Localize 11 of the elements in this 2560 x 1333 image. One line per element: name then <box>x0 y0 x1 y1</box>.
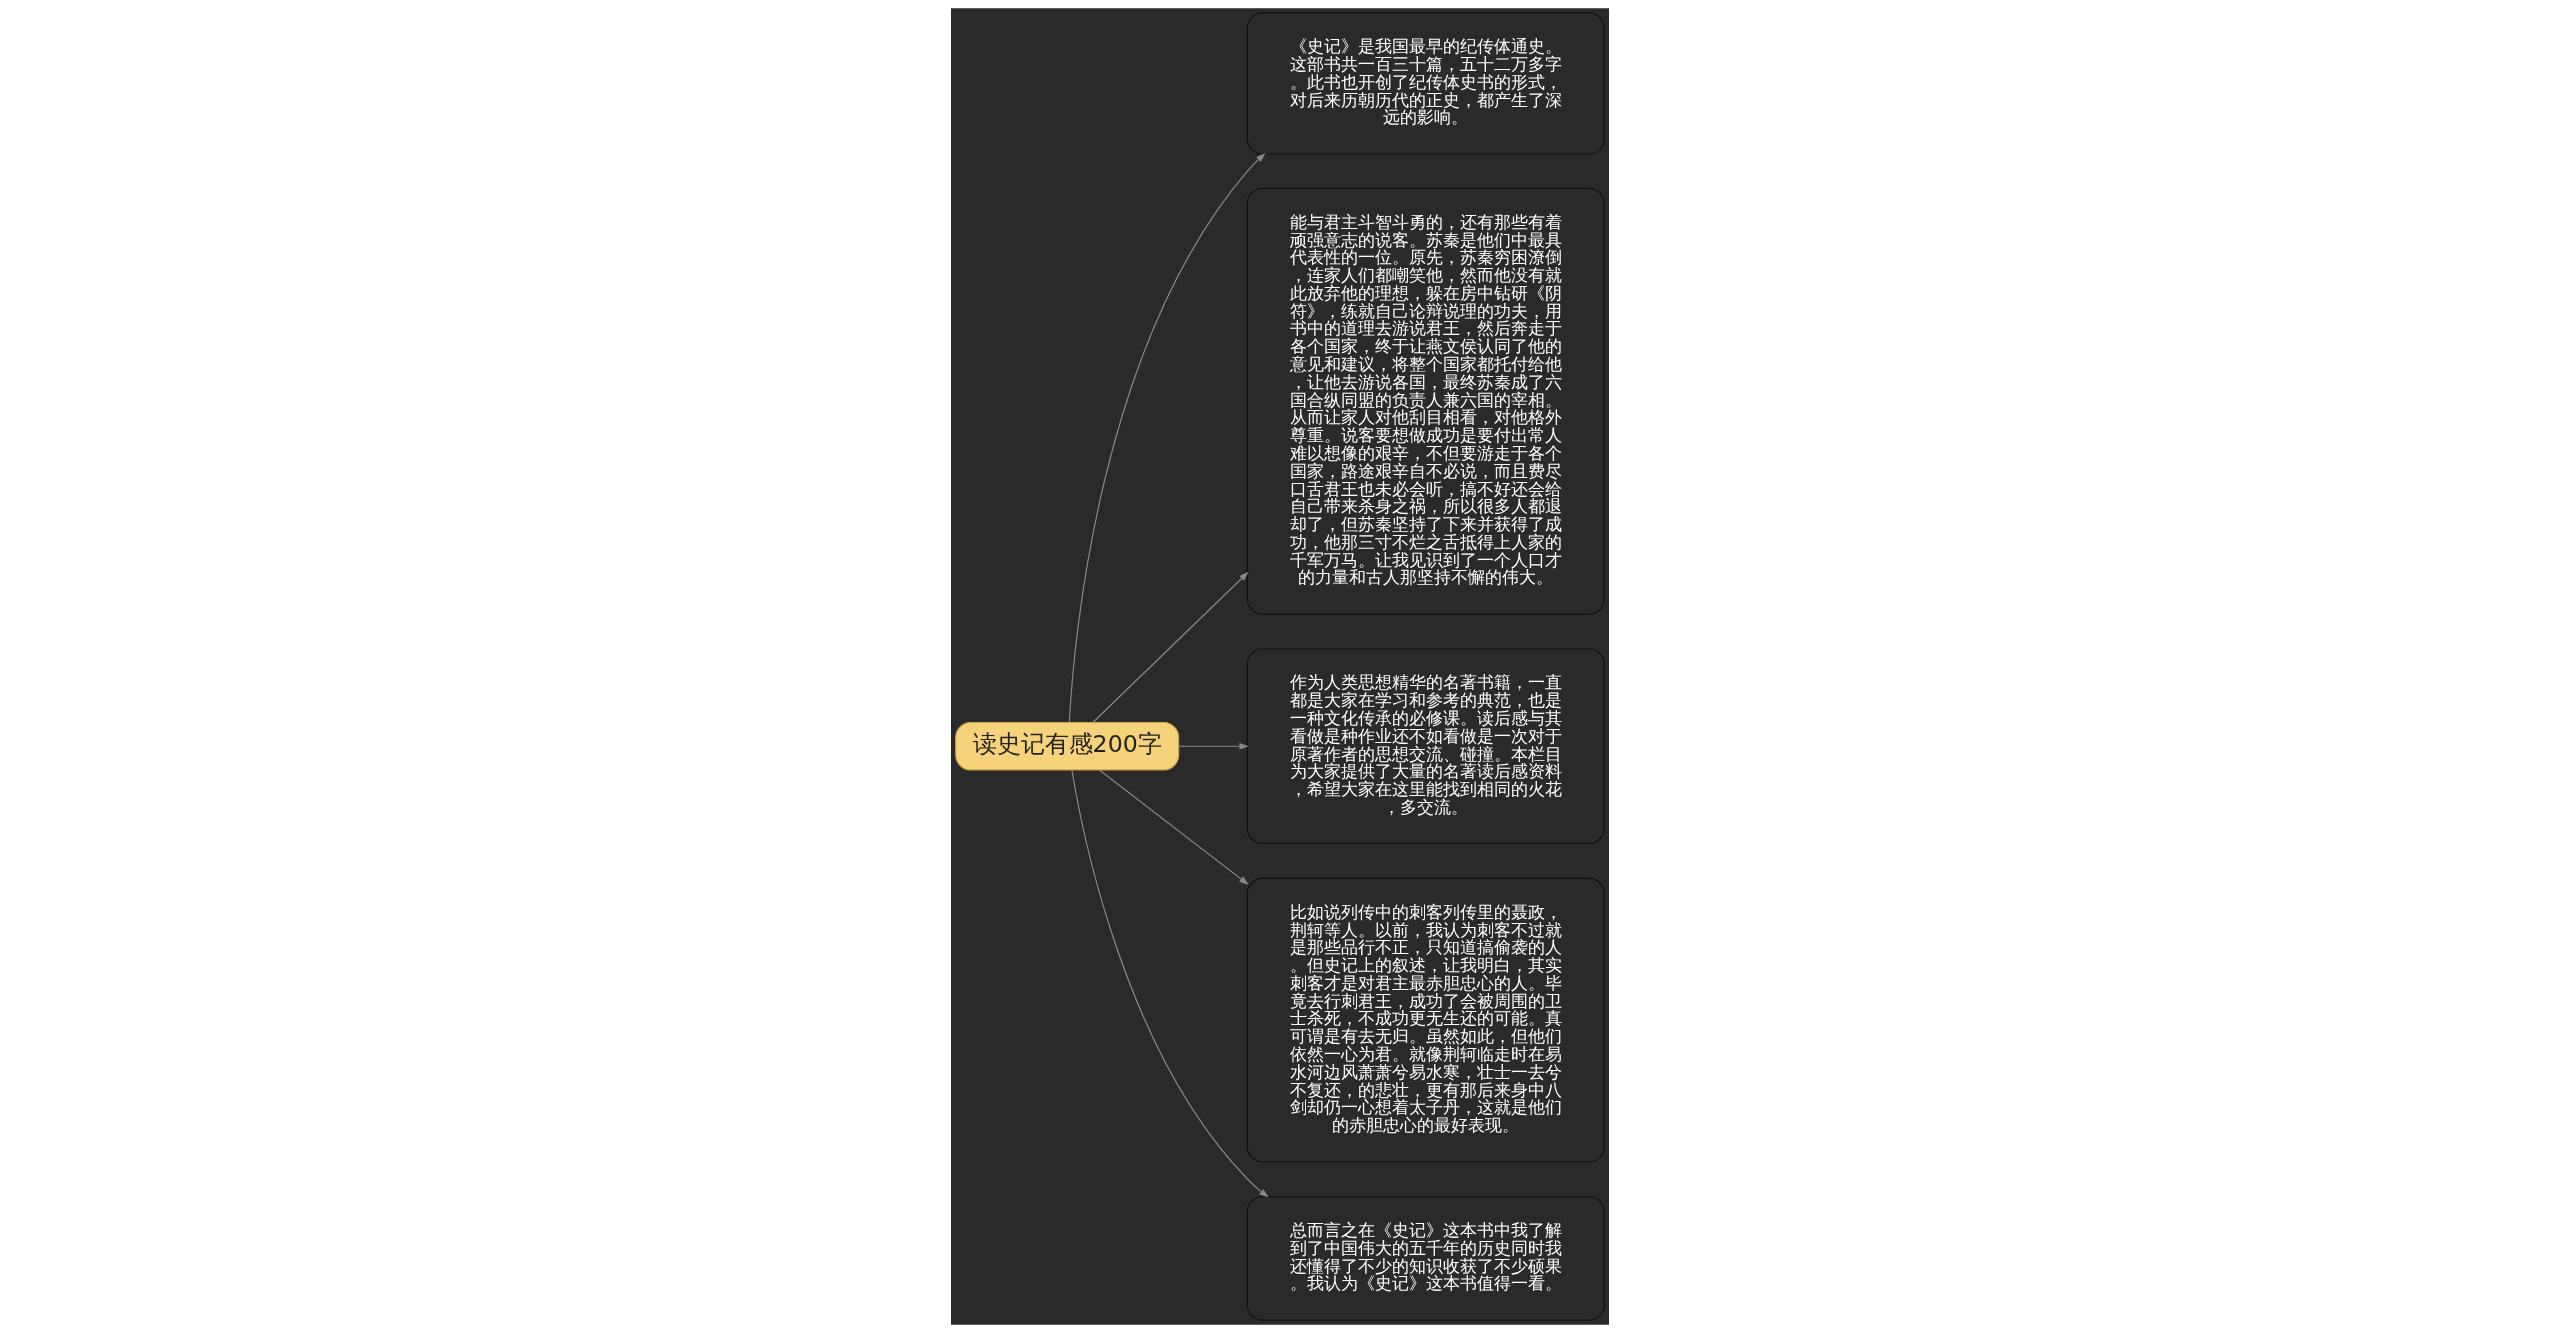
arrow <box>1092 571 1249 724</box>
arrow <box>1178 742 1249 750</box>
node-box: 比如说列传中的刺客列传里的聂政，荆轲等人。以前，我认为刺客不过就是那些品行不正，只知道搞偷袭的人。但史记上的叙述，让我明白，其实刺客才是对君主最赤胆忠心的人。毕竟去行刺君王，成功了会被周围的卫士杀死，不成功更无生还的可能。真可谓是有去无归。虽然如此，但他们依然一心为君。就像荆轲临走时在易水河边风萧萧兮易水寒，壮士一去兮不复还，的悲壮，更有那后来身中八剑却仍一心想着太子丹，这就是他们的赤胆忠心的最好表现。 <box>1246 877 1605 1163</box>
arrow <box>1071 769 1269 1198</box>
arrow <box>1098 769 1249 885</box>
node-box: 读史记有感200字 <box>955 721 1180 771</box>
node-box: 能与君主斗智斗勇的，还有那些有着顽强意志的说客。苏秦是他们中最具代表性的一位。原先，苏秦穷困潦倒，连家人们都嘲笑他，然而他没有就此放弃他的理想，躲在房中钻研《阴符》，练就自己论辩说理的功夫，用书中的道理去游说君王，然后奔走于各个国家，终于让燕文侯认同了他的意见和建议，将整个国家都托付给他，让他去游说各国，最终苏秦成了六国合纵同盟的负责人兼六国的宰相。从而让家人对他刮目相看，对他格外尊重。说客要想做成功是要付出常人难以想像的艰辛，不但要游走于各个国家，路途艰辛自不必说，而且费尽口舌君王也未必会听，搞不好还会给自己带来杀身之祸，所以很多人都退却了，但苏秦坚持了下来并获得了成功，他那三寸不烂之舌抵得上人家的千军万马。让我见识到了一个人口才的力量和古人那坚持不懈的伟大。 <box>1246 187 1605 615</box>
node-box: 作为人类思想精华的名著书籍，一直都是大家在学习和参考的典范，也是一种文化传承的必修课。读后感与其看做是种作业还不如看做是一次对于原著作者的思想交流、碰撞。本栏目为大家提供了大量的名著读后感资料，希望大家在这里能找到相同的火花，多交流。 <box>1246 648 1605 845</box>
node-box: 总而言之在《史记》这本书中我了解到了中国伟大的五千年的历史同时我还懂得了不少的知识收获了不少硕果。我认为《史记》这本书值得一看。 <box>1246 1196 1605 1321</box>
node-box: 《史记》是我国最早的纪传体通史。这部书共一百三十篇，五十二万多字。此书也开创了纪传体史书的形式，对后来历朝历代的正史，都产生了深远的影响。 <box>1246 12 1605 155</box>
arrow <box>1068 153 1266 723</box>
